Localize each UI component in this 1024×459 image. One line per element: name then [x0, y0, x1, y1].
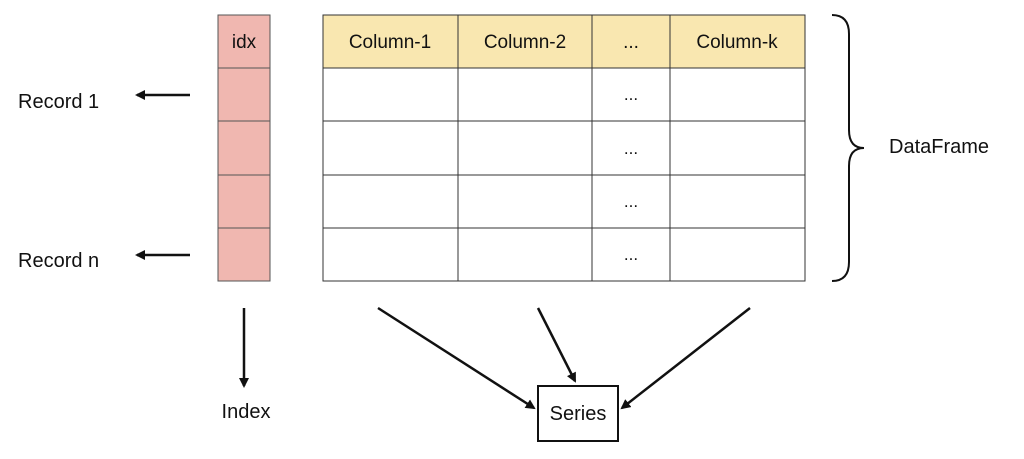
record-last-label: Record n [18, 250, 99, 272]
curly-brace-icon [831, 14, 865, 282]
series-box [537, 385, 619, 442]
column-header-cell [591, 14, 671, 69]
index-header-cell [217, 14, 271, 69]
index-column: idx [217, 14, 271, 282]
dataframe-label: DataFrame [889, 136, 989, 158]
ellipsis-cell: ... [624, 139, 638, 158]
series-pointer: Series [377, 306, 751, 442]
record-labels: Record 1 Record n [18, 90, 190, 272]
column-header-cell [457, 14, 593, 69]
column-header-label: Column-2 [484, 32, 566, 53]
series-label: Series [550, 403, 607, 425]
series-arrow-left [377, 306, 536, 410]
index-cell [217, 227, 271, 282]
series-arrow-middle [536, 307, 577, 383]
index-label: Index [222, 401, 271, 423]
ellipsis-cell: ... [624, 192, 638, 211]
series-arrow-right [620, 307, 751, 410]
ellipsis-cell: ... [624, 245, 638, 264]
column-header-cell [669, 14, 806, 69]
dataframe-table: Column-1 Column-2 ... Column-k ... ... .… [322, 14, 806, 282]
column-header-label: Column-1 [349, 32, 431, 53]
index-cell [217, 67, 271, 122]
record-first-label: Record 1 [18, 91, 99, 113]
ellipsis-cell: ... [624, 85, 638, 104]
index-header-label: idx [232, 32, 257, 53]
index-cell [217, 120, 271, 176]
index-pointer: Index [222, 308, 271, 423]
dataframe-brace: DataFrame [831, 14, 989, 282]
column-header-label: ... [623, 32, 639, 53]
index-cell [217, 174, 271, 229]
column-header-label: Column-k [696, 32, 778, 53]
column-header-cell [322, 14, 459, 69]
